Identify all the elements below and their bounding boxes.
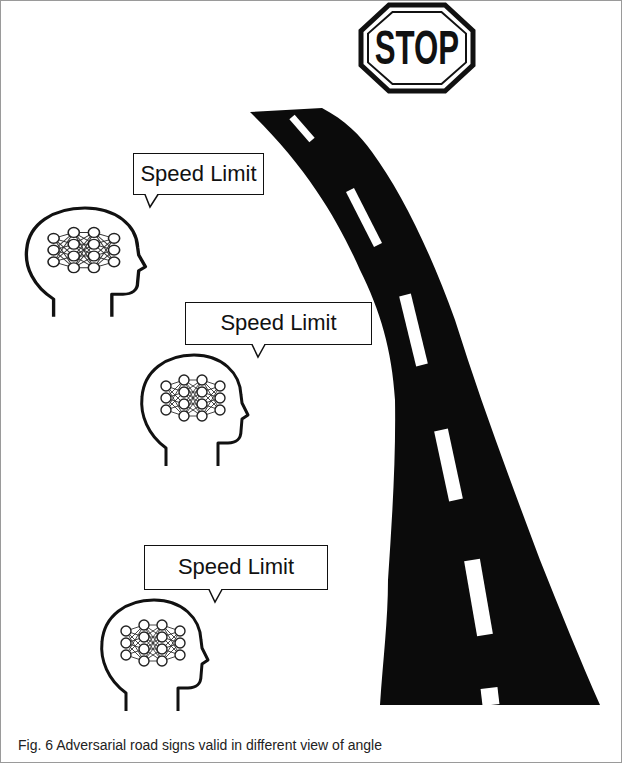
speech-bubble: Speed Limit bbox=[133, 153, 264, 195]
lane-dash bbox=[405, 295, 422, 365]
lane-dash bbox=[441, 430, 456, 500]
bubble-tail bbox=[252, 345, 265, 358]
lane-dash bbox=[472, 560, 485, 635]
sign-text: STOP bbox=[375, 22, 459, 75]
lane-dash bbox=[292, 117, 312, 140]
bubble-text: Speed Limit bbox=[178, 555, 294, 579]
road bbox=[250, 108, 600, 705]
lane-dash bbox=[489, 688, 491, 705]
head-icon bbox=[142, 355, 248, 466]
bubble-tail bbox=[145, 193, 158, 207]
speech-bubble: Speed Limit bbox=[144, 545, 328, 590]
figure-caption: Fig. 6 Adversarial road signs valid in d… bbox=[18, 737, 382, 753]
octagon-outer bbox=[361, 5, 473, 91]
lane-dashes bbox=[292, 117, 491, 705]
bubble-tail bbox=[209, 590, 222, 603]
head-icon bbox=[26, 208, 145, 317]
lane-dash bbox=[350, 190, 378, 245]
bubble-text: Speed Limit bbox=[140, 162, 256, 186]
speech-bubble: Speed Limit bbox=[185, 302, 372, 345]
octagon-inner bbox=[368, 12, 466, 84]
bubble-tail bbox=[145, 195, 158, 208]
bubble-tail bbox=[209, 588, 222, 602]
head-icon bbox=[102, 600, 208, 711]
stop-sign: STOP bbox=[358, 2, 476, 94]
bubble-text: Speed Limit bbox=[220, 311, 336, 335]
bubble-tail bbox=[252, 343, 265, 357]
